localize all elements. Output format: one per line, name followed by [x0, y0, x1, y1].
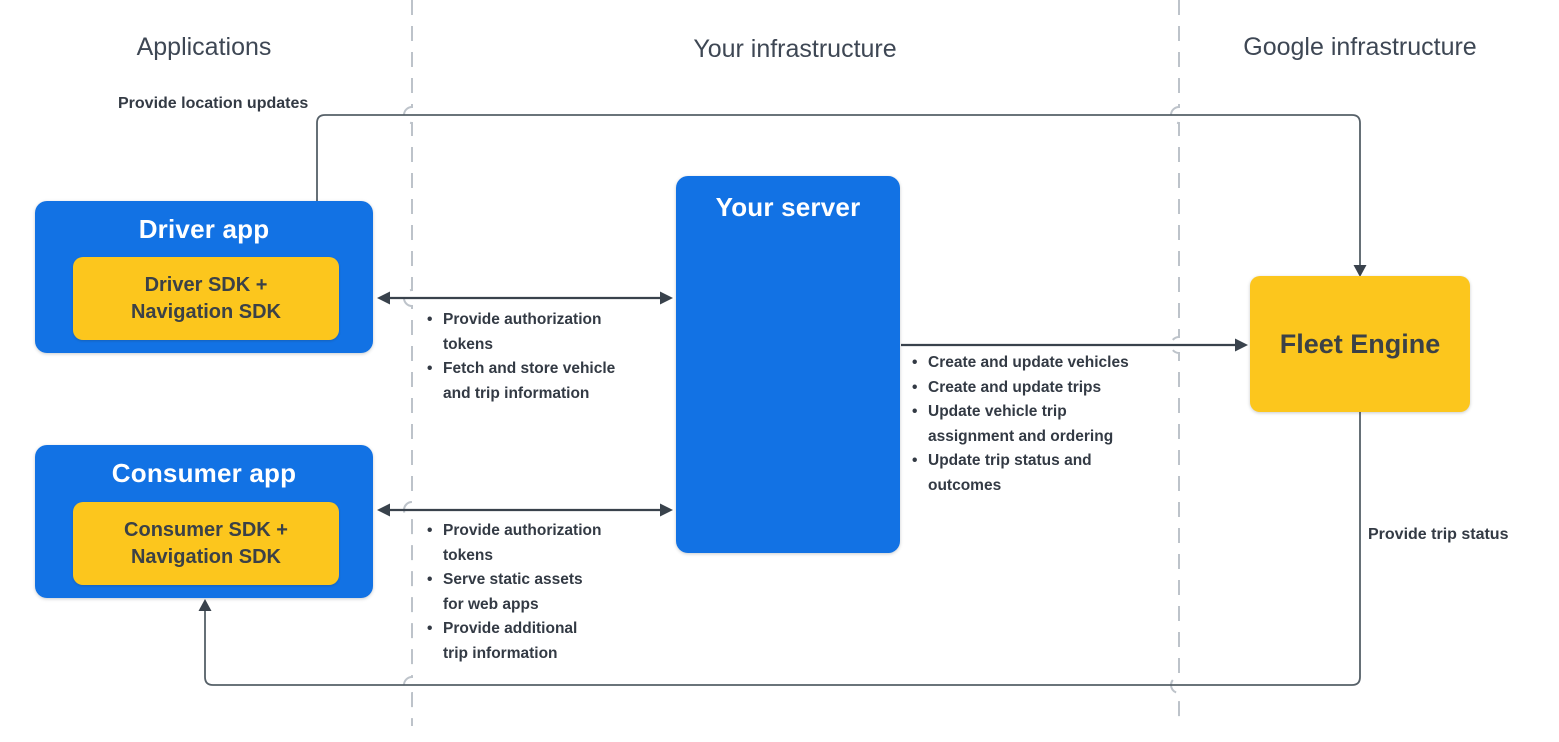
consumer-sdk-line2: Navigation SDK — [130, 545, 282, 568]
consumer-sdk-node: Consumer SDK + Navigation SDK — [73, 502, 339, 585]
driver-server-arrowhead-right — [660, 291, 673, 305]
note-item: Serve static assets for web apps — [425, 568, 655, 617]
trip-status-connector — [204, 412, 1361, 686]
consumer-server-notes: Provide authorization tokens Serve stati… — [425, 519, 655, 666]
note-item: Provide authorization tokens — [425, 519, 655, 568]
note-item: Update trip status and outcomes — [910, 449, 1180, 498]
note-item: Update vehicle trip assignment and order… — [910, 400, 1180, 449]
location-updates-arrowhead — [1353, 265, 1367, 277]
driver-app-node: Driver app Driver SDK + Navigation SDK — [35, 201, 373, 353]
consumer-app-title: Consumer app — [111, 458, 297, 488]
driver-sdk-node: Driver SDK + Navigation SDK — [73, 257, 339, 340]
dashed-divider-your-infrastructure — [403, 0, 413, 726]
driver-sdk-line1: Driver SDK + — [144, 273, 268, 296]
driver-server-arrowhead-left — [377, 291, 390, 305]
note-item: Fetch and store vehicle and trip informa… — [425, 357, 655, 406]
column-header-google-infrastructure: Google infrastructure — [1243, 33, 1477, 61]
note-item: Provide authorization tokens — [425, 308, 655, 357]
provide-location-updates-label: Provide location updates — [118, 95, 309, 112]
column-header-your-infrastructure: Your infrastructure — [693, 35, 897, 63]
note-item: Create and update trips — [910, 376, 1180, 401]
your-server-title: Your server — [715, 192, 861, 222]
fleet-engine-title: Fleet Engine — [1279, 328, 1441, 359]
server-fleet-notes: Create and update vehicles Create and up… — [910, 351, 1180, 498]
your-server-node: Your server — [676, 176, 900, 553]
driver-sdk-line2: Navigation SDK — [130, 300, 282, 323]
server-fleet-arrowhead — [1235, 338, 1248, 352]
consumer-sdk-line1: Consumer SDK + — [124, 518, 288, 541]
column-header-applications: Applications — [136, 33, 272, 61]
provide-trip-status-label: Provide trip status — [1368, 526, 1509, 543]
consumer-server-arrowhead-left — [377, 503, 390, 517]
location-updates-connector — [316, 114, 1361, 266]
driver-app-title: Driver app — [138, 214, 270, 244]
note-item: Create and update vehicles — [910, 351, 1180, 376]
note-item: Provide additional trip information — [425, 617, 655, 666]
trip-status-arrowhead — [198, 599, 212, 611]
consumer-app-node: Consumer app Consumer SDK + Navigation S… — [35, 445, 373, 598]
driver-server-notes: Provide authorization tokens Fetch and s… — [425, 308, 655, 406]
fleet-engine-node: Fleet Engine — [1250, 276, 1470, 412]
consumer-server-arrowhead-right — [660, 503, 673, 517]
